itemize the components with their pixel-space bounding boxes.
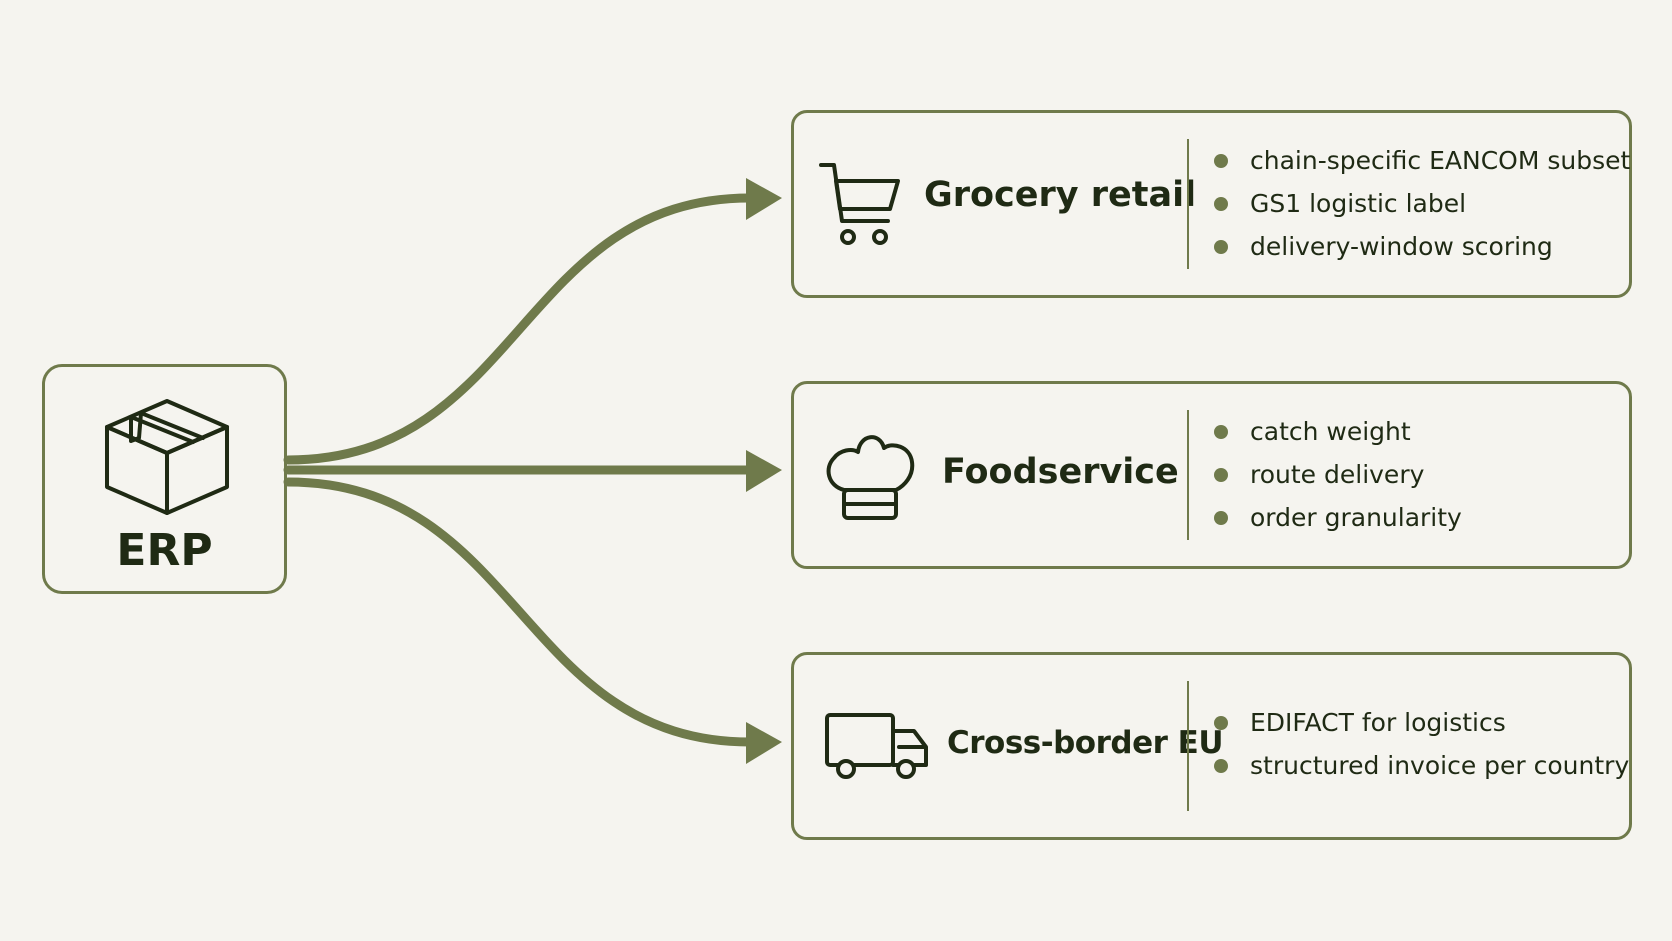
channel-title: Cross-border EU — [947, 725, 1224, 761]
erp-source-box: ERP — [42, 364, 287, 594]
channel-title: Grocery retail — [924, 175, 1197, 215]
list-item: order granularity — [1214, 496, 1462, 539]
arrowhead-foodservice — [746, 450, 782, 492]
package-box-icon — [105, 399, 229, 515]
list-item: structured invoice per country — [1214, 744, 1629, 787]
arrowhead-grocery-retail — [746, 178, 782, 220]
channel-divider — [1187, 681, 1189, 811]
chef-hat-icon — [826, 435, 915, 520]
channel-bullet-list: chain-specific EANCOM subset GS1 logisti… — [1214, 139, 1630, 268]
channel-bullet-list: EDIFACT for logistics structured invoice… — [1214, 701, 1629, 787]
channel-title: Foodservice — [942, 452, 1179, 492]
arrowhead-cross-border-eu — [746, 722, 782, 764]
arrow-to-cross-border-eu — [283, 477, 755, 747]
channel-divider — [1187, 139, 1189, 269]
arrow-to-grocery-retail — [283, 193, 755, 465]
list-item: GS1 logistic label — [1214, 182, 1630, 225]
list-item: catch weight — [1214, 410, 1462, 453]
list-item: EDIFACT for logistics — [1214, 701, 1629, 744]
channel-grocery-retail: Grocery retail chain-specific EANCOM sub… — [791, 110, 1632, 298]
list-item: delivery-window scoring — [1214, 225, 1630, 268]
channel-bullet-list: catch weight route delivery order granul… — [1214, 410, 1462, 539]
list-item: chain-specific EANCOM subset — [1214, 139, 1630, 182]
channel-divider — [1187, 410, 1189, 540]
channel-foodservice: Foodservice catch weight route delivery … — [791, 381, 1632, 569]
shopping-cart-icon — [819, 163, 900, 245]
list-item: route delivery — [1214, 453, 1462, 496]
erp-label: ERP — [116, 525, 213, 576]
delivery-truck-icon — [825, 713, 928, 779]
channel-cross-border-eu: Cross-border EU EDIFACT for logistics st… — [791, 652, 1632, 840]
